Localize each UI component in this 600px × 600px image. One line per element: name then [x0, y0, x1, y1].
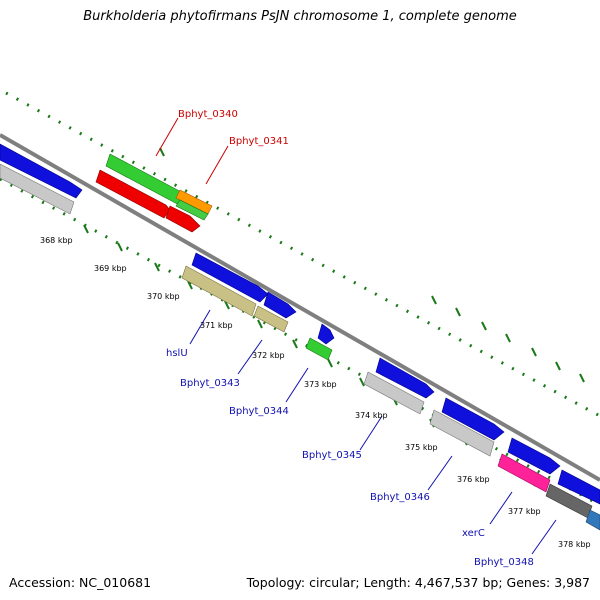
- gene-label[interactable]: Bphyt_0343: [180, 378, 240, 389]
- gene-arrow[interactable]: [557, 469, 600, 505]
- gene-labels: Bphyt_0340 Bphyt_0341 hslU Bphyt_0343 Bp…: [166, 109, 534, 568]
- kbp-label: 376 kbp: [457, 475, 490, 484]
- gene-bphyt-0345[interactable]: [363, 371, 425, 415]
- gene-label[interactable]: hslU: [166, 348, 188, 359]
- tick-rings: [0, 91, 600, 507]
- genome-summary-text: Topology: circular; Length: 4,467,537 bp…: [246, 575, 590, 590]
- gene-arrow[interactable]: [507, 437, 561, 475]
- gene-label[interactable]: Bphyt_0340: [178, 109, 238, 120]
- kbp-label: 375 kbp: [405, 443, 438, 452]
- gene-arrow[interactable]: [191, 252, 269, 303]
- gene-bphyt-0343[interactable]: [253, 305, 289, 333]
- kbp-label: 368 kbp: [40, 236, 73, 245]
- gene-xerc[interactable]: [497, 453, 551, 493]
- kbp-label: 374 kbp: [355, 411, 388, 420]
- map-title: Burkholderia phytofirmans PsJN chromosom…: [83, 9, 517, 24]
- gene-label[interactable]: Bphyt_0345: [302, 450, 362, 461]
- gene-bphyt-0344[interactable]: [305, 337, 333, 361]
- kbp-label: 372 kbp: [252, 351, 285, 360]
- gene-label[interactable]: Bphyt_0344: [229, 406, 289, 417]
- gene-arrow[interactable]: [585, 509, 600, 531]
- gene-features[interactable]: [0, 143, 600, 531]
- gene-arrow[interactable]: [375, 357, 435, 399]
- kbp-label: 377 kbp: [508, 507, 541, 516]
- gene-arrow[interactable]: [317, 323, 335, 345]
- gene-arrow[interactable]: [165, 205, 201, 233]
- kbp-scale-labels: 368 kbp 369 kbp 370 kbp 371 kbp 372 kbp …: [40, 236, 591, 549]
- gene-label[interactable]: Bphyt_0341: [229, 136, 289, 147]
- genome-backbone: [0, 133, 600, 482]
- kbp-label: 370 kbp: [147, 292, 180, 301]
- gene-hslu[interactable]: [181, 265, 257, 317]
- kbp-label: 369 kbp: [94, 264, 127, 273]
- gene-arrow[interactable]: [0, 163, 75, 215]
- gene-arrow[interactable]: [263, 291, 297, 319]
- label-leaders: [155, 117, 557, 555]
- gene-arrow[interactable]: [0, 143, 83, 199]
- gene-arrow[interactable]: [441, 397, 505, 441]
- kbp-label: 378 kbp: [558, 540, 591, 549]
- accession-text: Accession: NC_010681: [9, 575, 152, 590]
- gene-label[interactable]: Bphyt_0346: [370, 492, 430, 503]
- gene-arrow[interactable]: [95, 169, 171, 219]
- kbp-label: 371 kbp: [200, 321, 233, 330]
- gene-arrow[interactable]: [175, 199, 209, 221]
- gene-bphyt-0346[interactable]: [429, 409, 495, 457]
- gene-label[interactable]: Bphyt_0348: [474, 557, 534, 568]
- gene-label[interactable]: xerC: [462, 528, 485, 539]
- kbp-label: 373 kbp: [304, 380, 337, 389]
